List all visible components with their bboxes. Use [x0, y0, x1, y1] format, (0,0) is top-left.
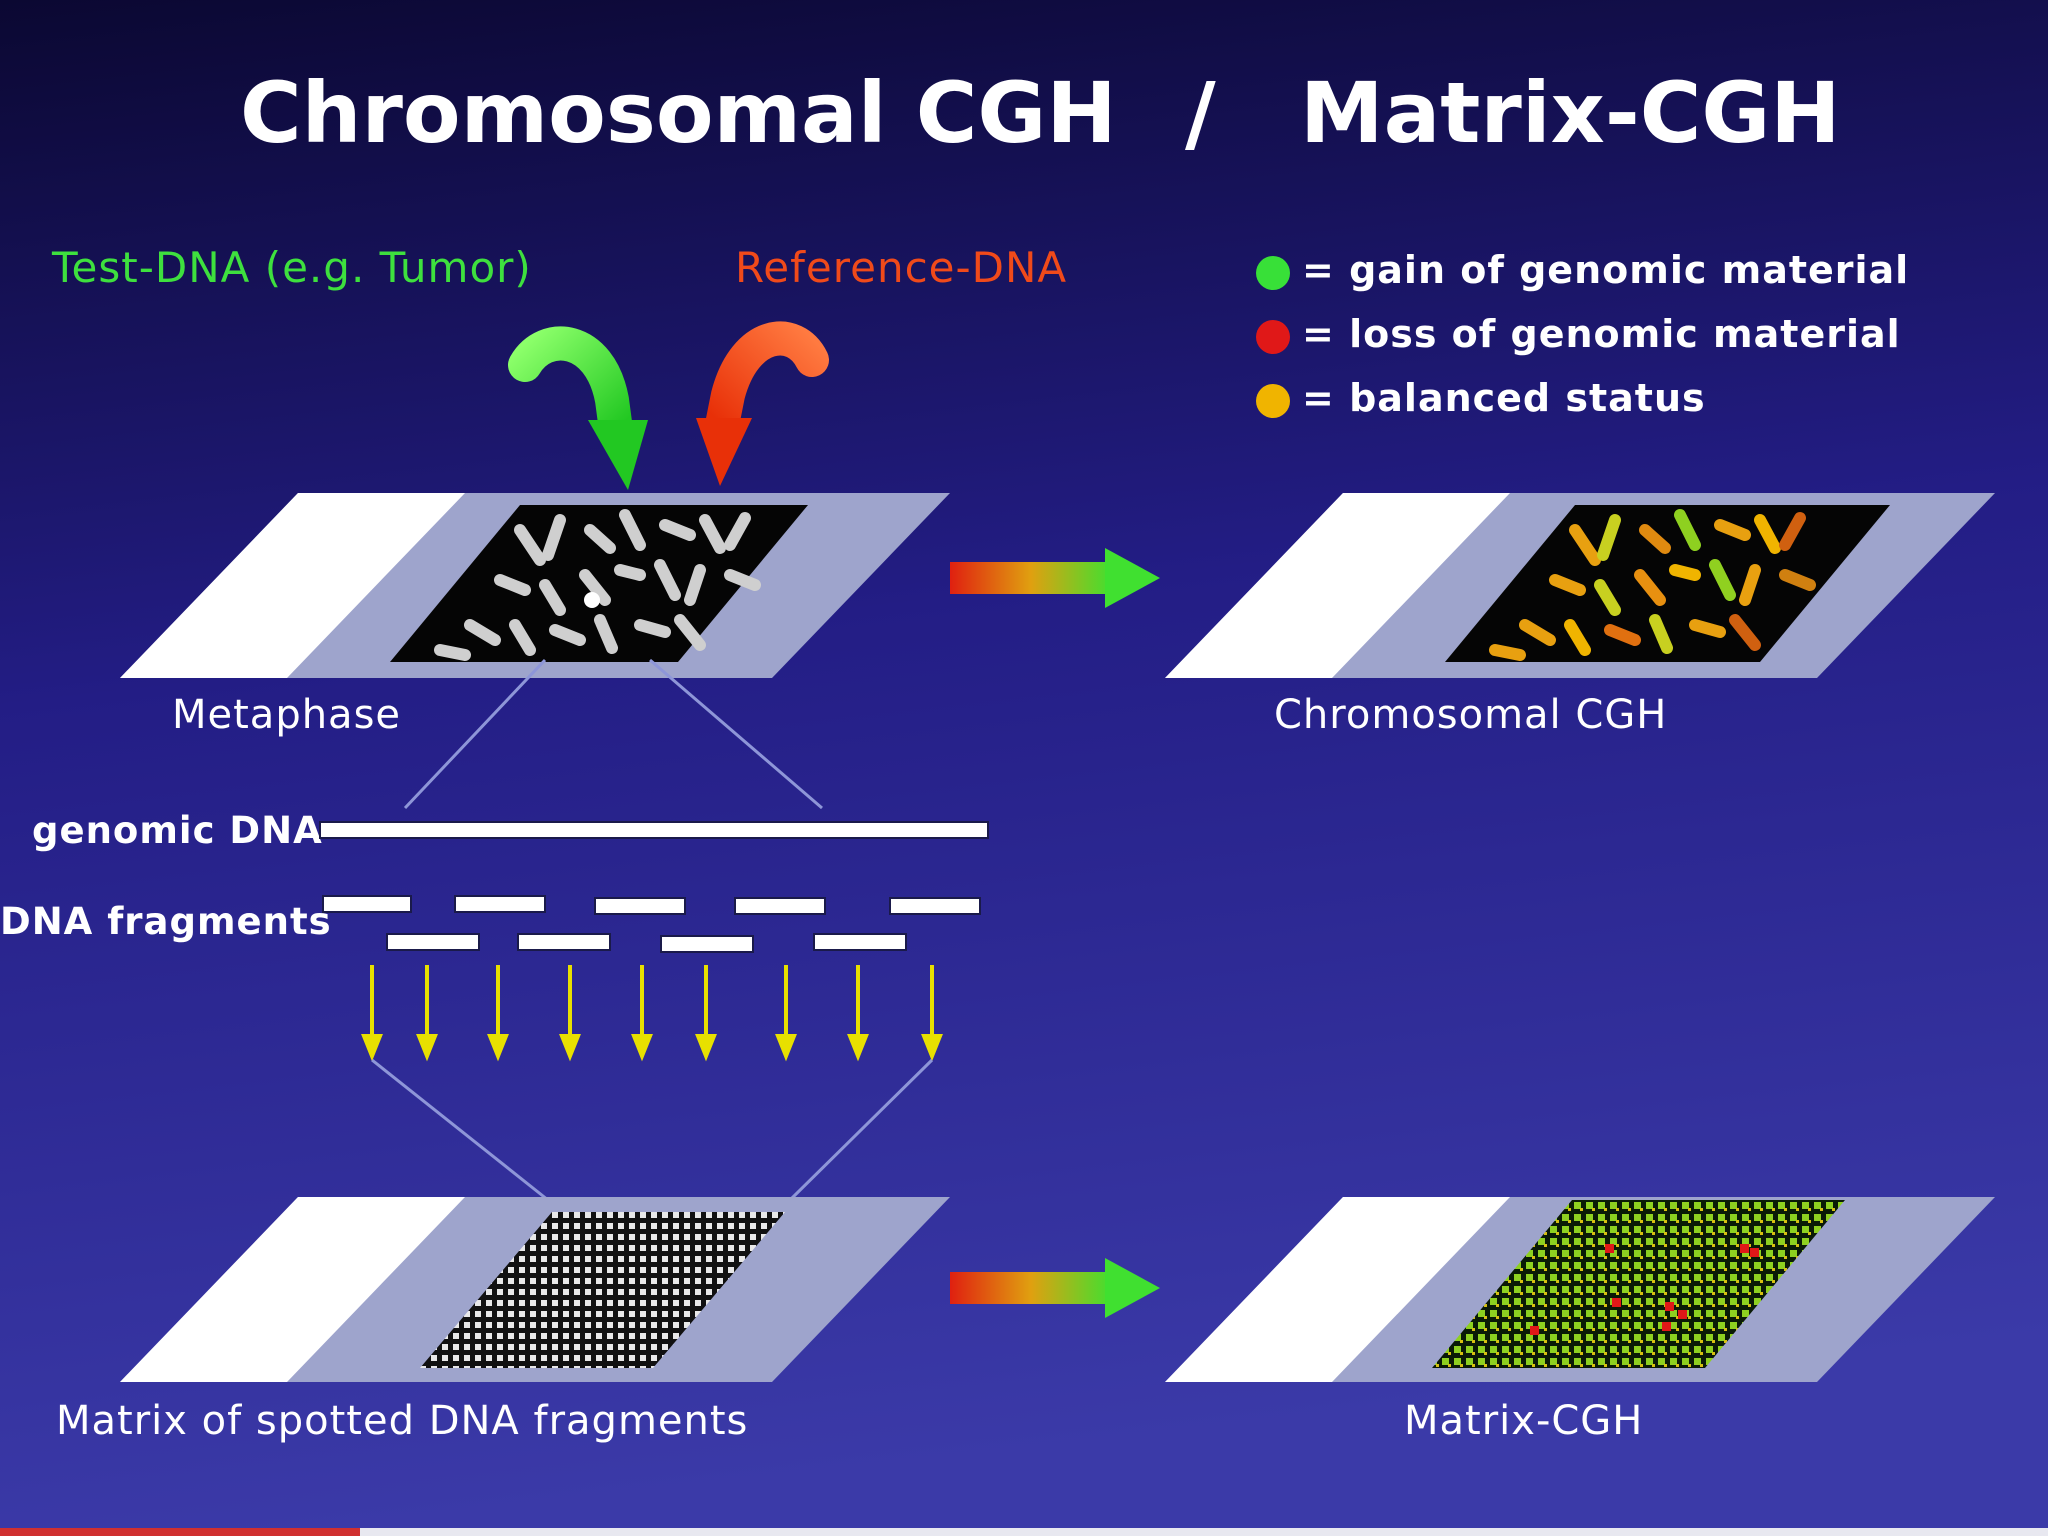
dna-fragment — [889, 897, 981, 915]
matrix-zoom-line-right — [788, 1058, 934, 1202]
matrix-zoom-line-left — [371, 1058, 549, 1202]
title-separator: / — [1185, 64, 1216, 162]
dna-fragment — [322, 895, 412, 913]
fragment-arrows — [361, 965, 943, 1062]
legend: = gain of genomic material = loss of gen… — [1256, 248, 1909, 420]
title-right: Matrix-CGH — [1300, 64, 1841, 162]
dna-fragment — [660, 935, 754, 953]
fragment-arrow — [847, 965, 869, 1062]
matrix-cgh-label: Matrix-CGH — [1404, 1398, 1643, 1444]
fragment-arrow — [559, 965, 581, 1062]
process-arrow-bottom — [950, 1258, 1160, 1318]
fragment-arrow — [361, 965, 383, 1062]
zoom-line-left — [403, 658, 547, 810]
matrix-cgh-slide — [1165, 1197, 1995, 1382]
dna-fragment — [386, 933, 480, 951]
genomic-dna-label: genomic DNA — [32, 809, 323, 852]
metaphase-chromosomes — [434, 509, 761, 661]
fragment-arrow — [416, 965, 438, 1062]
loss-spots — [1530, 1244, 1759, 1335]
metaphase-slide — [120, 493, 950, 678]
legend-gain-swatch — [1256, 256, 1290, 290]
bottom-edge — [0, 1528, 2048, 1536]
legend-loss-label: = loss of genomic material — [1302, 312, 1901, 356]
fragment-arrow — [921, 965, 943, 1062]
bottom-edge-accent — [0, 1528, 360, 1536]
fragment-arrow — [487, 965, 509, 1062]
dna-fragment — [517, 933, 611, 951]
dna-fragments-label: DNA fragments — [0, 900, 332, 943]
dna-fragment — [454, 895, 546, 913]
spotted-matrix-slide — [120, 1197, 950, 1382]
chromosomal-cgh-label: Chromosomal CGH — [1274, 692, 1667, 738]
dna-fragment — [813, 933, 907, 951]
zoom-line-right — [649, 658, 823, 810]
metaphase-label: Metaphase — [172, 692, 401, 738]
legend-loss-swatch — [1256, 320, 1290, 354]
dna-fragment-bars — [322, 895, 981, 953]
reference-dna-arrow — [696, 321, 829, 486]
fragment-arrow — [695, 965, 717, 1062]
reference-dna-label: Reference-DNA — [735, 243, 1067, 292]
spotted-matrix-label: Matrix of spotted DNA fragments — [56, 1398, 748, 1444]
title-left: Chromosomal CGH — [240, 64, 1117, 162]
legend-balanced-label: = balanced status — [1302, 376, 1706, 420]
legend-gain-label: = gain of genomic material — [1302, 248, 1909, 292]
spotted-array — [420, 1212, 785, 1368]
process-arrow-top — [950, 548, 1160, 608]
dna-fragment — [734, 897, 826, 915]
chromosomal-cgh-slide — [1165, 493, 1995, 678]
test-dna-arrow — [508, 326, 648, 490]
dna-fragment — [594, 897, 686, 915]
fragment-arrow — [775, 965, 797, 1062]
cgh-chromosomes — [1489, 509, 1816, 661]
legend-balanced-swatch — [1256, 384, 1290, 418]
genomic-dna-bar — [319, 821, 989, 839]
test-dna-label: Test-DNA (e.g. Tumor) — [51, 243, 532, 292]
fragment-arrow — [631, 965, 653, 1062]
